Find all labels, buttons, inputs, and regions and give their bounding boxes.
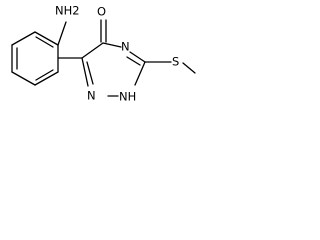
ring-nitrogen-4-label: N: [121, 40, 130, 54]
benzene-ring: [11, 31, 59, 86]
molecule-structure: NH2 O N N NH S: [11, 4, 196, 104]
oxygen-label: O: [97, 5, 106, 19]
bond-c5-n4: [102, 42, 122, 48]
bond-c6-c5: [81, 42, 104, 59]
bond-c-nh2: [57, 21, 67, 46]
bond-benzene-inner-1: [35, 36, 54, 48]
bond-c3-n2: [134, 61, 146, 86]
ring-nitrogen-1-label: N: [87, 89, 96, 103]
bond-s-methyl: [182, 62, 196, 74]
triazine-ring: [81, 42, 146, 97]
bond-benzene-c2-c3: [11, 31, 36, 46]
bond-n4-c3-inner: [126, 56, 141, 66]
sulfur-label: S: [172, 55, 179, 69]
bond-benzene-c4-c5: [11, 71, 36, 86]
bond-n4-c3: [129, 51, 146, 63]
bond-n1-c6-inner: [86, 61, 94, 85]
bond-benzene-c5-c6: [34, 71, 59, 86]
bond-benzene-c1-c2: [34, 31, 59, 46]
bond-n1-c6: [81, 57, 89, 87]
ring-nh-label: NH: [119, 90, 136, 104]
amino-label: NH2: [55, 4, 80, 18]
bond-benzene-inner-3: [35, 69, 54, 81]
